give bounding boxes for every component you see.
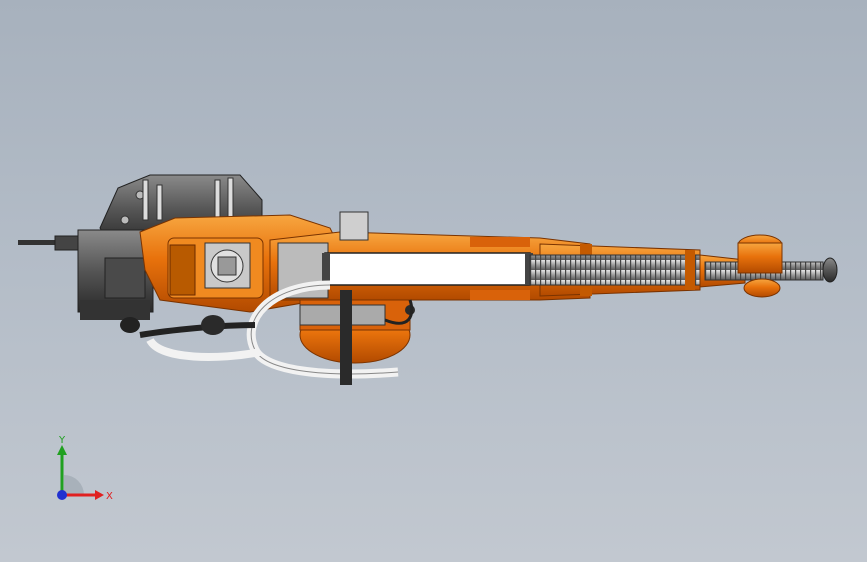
forearm[interactable]: [529, 243, 701, 297]
x-axis-head: [95, 490, 104, 500]
rear-housing[interactable]: [77, 229, 154, 320]
cable-harness[interactable]: [120, 280, 415, 385]
lower-motor[interactable]: [299, 299, 411, 364]
y-axis-head: [57, 445, 67, 455]
cable-connector[interactable]: [18, 235, 81, 251]
wrist[interactable]: [699, 234, 838, 298]
triad-arc: [64, 475, 84, 495]
coordinate-triad: Y X: [57, 435, 113, 502]
x-axis-label: X: [106, 491, 113, 502]
y-axis-label: Y: [58, 435, 66, 446]
z-axis-dot: [57, 490, 67, 500]
